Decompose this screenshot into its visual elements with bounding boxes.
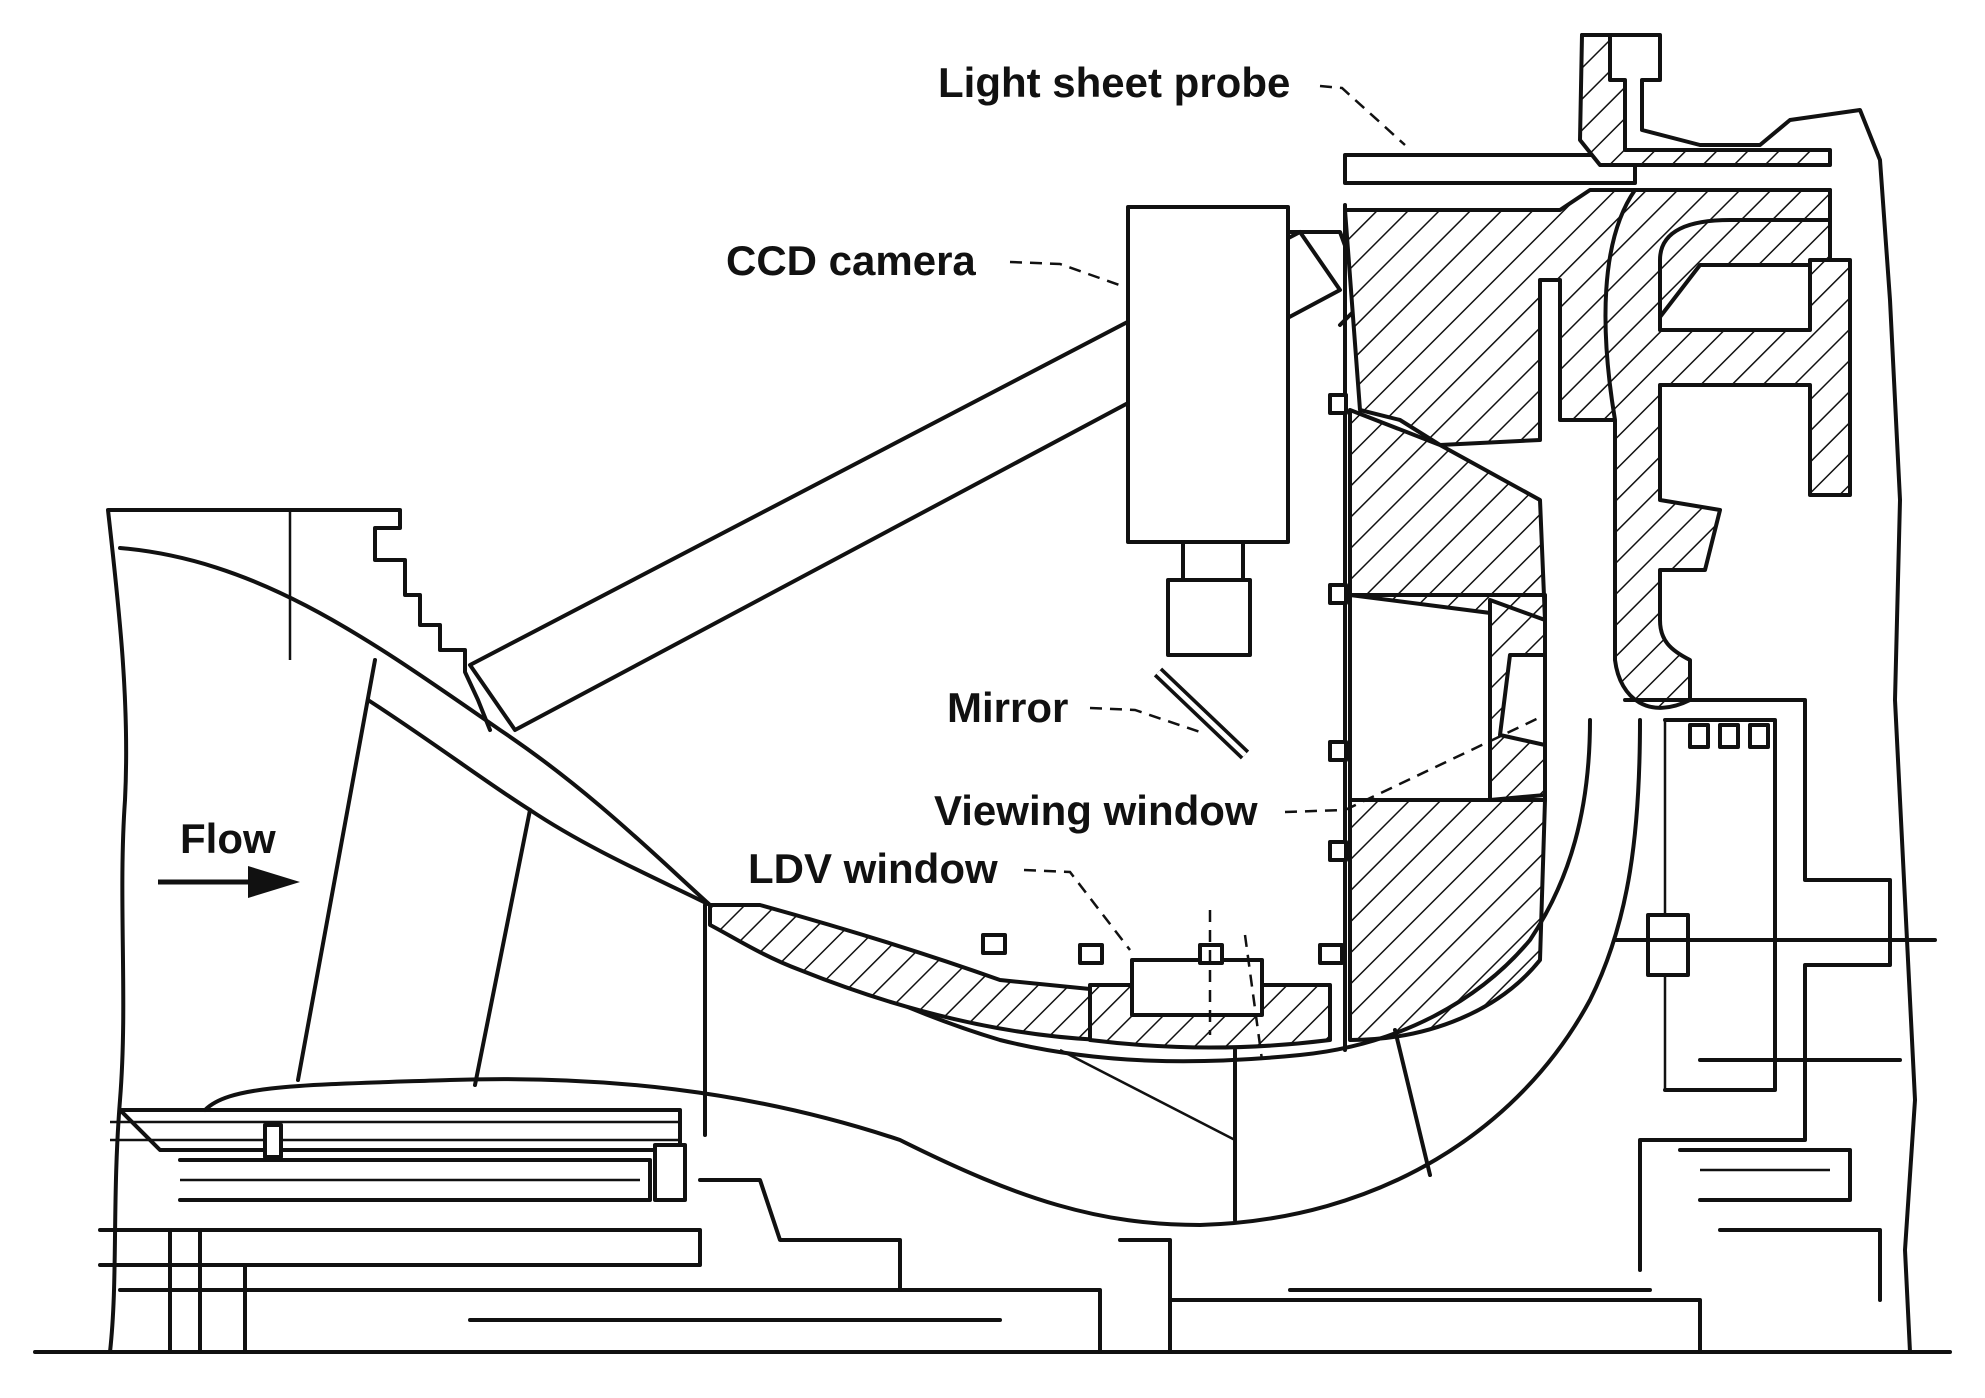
casing-flange — [1578, 33, 1832, 167]
bearing-housing — [1613, 698, 1937, 1302]
leader-ldv-window — [1023, 868, 1131, 951]
label-ccd-camera: CCD camera — [726, 237, 976, 284]
label-light-sheet-probe: Light sheet probe — [938, 59, 1291, 106]
impeller-hub-curve — [203, 718, 1642, 1227]
shroud-wall — [1348, 408, 1547, 622]
inlet-shroud-curve — [118, 546, 712, 907]
ccd-camera-body — [1126, 205, 1290, 544]
inlet-strut-2 — [473, 808, 532, 1087]
outer-casing-right — [1580, 33, 1917, 1354]
inlet-casing — [106, 508, 492, 1354]
label-viewing-window: Viewing window — [934, 787, 1258, 834]
ccd-camera-lens — [1166, 578, 1252, 657]
label-ldv-window: LDV window — [748, 845, 998, 892]
ldv-window-glass — [1130, 958, 1264, 1017]
volute-scroll — [1603, 188, 1852, 710]
impeller-blade-4 — [1059, 1048, 1236, 1142]
label-mirror: Mirror — [947, 684, 1069, 731]
leader-ccd-camera — [1009, 260, 1126, 289]
casing-wall-bolts — [1328, 393, 1348, 862]
impeller-blade-3 — [1393, 1028, 1432, 1177]
ccd-camera-lens-mount — [1181, 540, 1245, 582]
support-arm — [468, 230, 1342, 732]
ldv-shroud-hatched — [708, 903, 1102, 1042]
label-flow: Flow — [180, 815, 276, 862]
inlet-shroud-curve-inner — [366, 698, 712, 907]
leader-mirror — [1089, 706, 1201, 734]
flow-arrow-head — [248, 866, 300, 898]
shroud-wall-lower — [1348, 798, 1547, 1042]
light-sheet-probe-bar — [1343, 153, 1637, 185]
shaft-assembly — [98, 1108, 1702, 1354]
leader-viewing-window — [1284, 713, 1546, 814]
leader-light-sheet-probe — [1319, 84, 1406, 146]
viewing-window-glass — [1488, 598, 1547, 802]
viewing-window-frame — [1348, 593, 1547, 802]
inlet-strut-1 — [296, 658, 377, 1082]
diffuser-housing-upper — [1343, 188, 1832, 447]
